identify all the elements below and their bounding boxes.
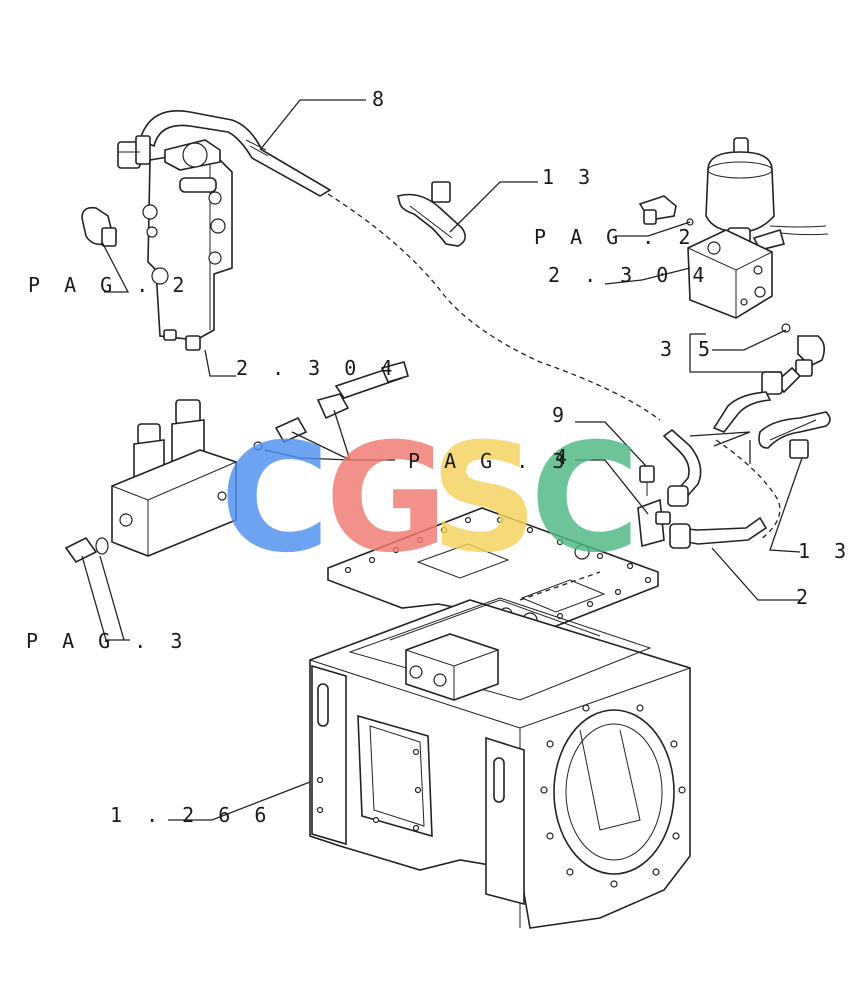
right-hose-fittings [712,323,831,459]
watermark-letter-c1: C [220,412,330,586]
housing-bolt-holes [316,704,686,888]
watermark-logo: C G S C [220,412,640,586]
tee-fittings [637,428,768,549]
cable-tie-upper [397,181,466,247]
leader-lines [81,99,803,821]
callout-13-right: 1 3 [798,539,852,563]
callout-2304-left: 2 . 3 0 4 [236,356,398,380]
callout-4: 4 [555,445,573,469]
callout-pag3-left: P A G . 3 [26,629,188,653]
hose-routing-path [327,193,781,601]
callout-9: 9 [552,403,570,427]
callout-3: 3 [660,337,678,361]
watermark-letter-c2: C [530,412,640,586]
callout-13-top: 1 3 [542,165,596,189]
callout-pag3-center: P A G . 3 [408,449,570,473]
plate-bolt-holes [344,516,652,634]
upper-valve-assembly [81,110,332,351]
watermark-letter-s: S [430,412,538,586]
callout-pag2-left: P A G . 2 [28,273,190,297]
callout-2304-right: 2 . 3 0 4 [548,263,710,287]
callout-2: 2 [796,585,814,609]
callout-labels: 8 1 3 P A G . 2 2 . 3 0 4 P A G . 2 2 . … [26,87,852,827]
left-valve-block [64,361,409,564]
accumulator-assembly [638,137,829,319]
callout-8: 8 [372,87,390,111]
transmission-housing [309,597,691,929]
watermark-letter-g: G [325,412,448,586]
callout-5: 5 [698,337,716,361]
callout-pag2-right: P A G . 2 [534,225,696,249]
callout-1266: 1 . 2 6 6 [110,803,272,827]
